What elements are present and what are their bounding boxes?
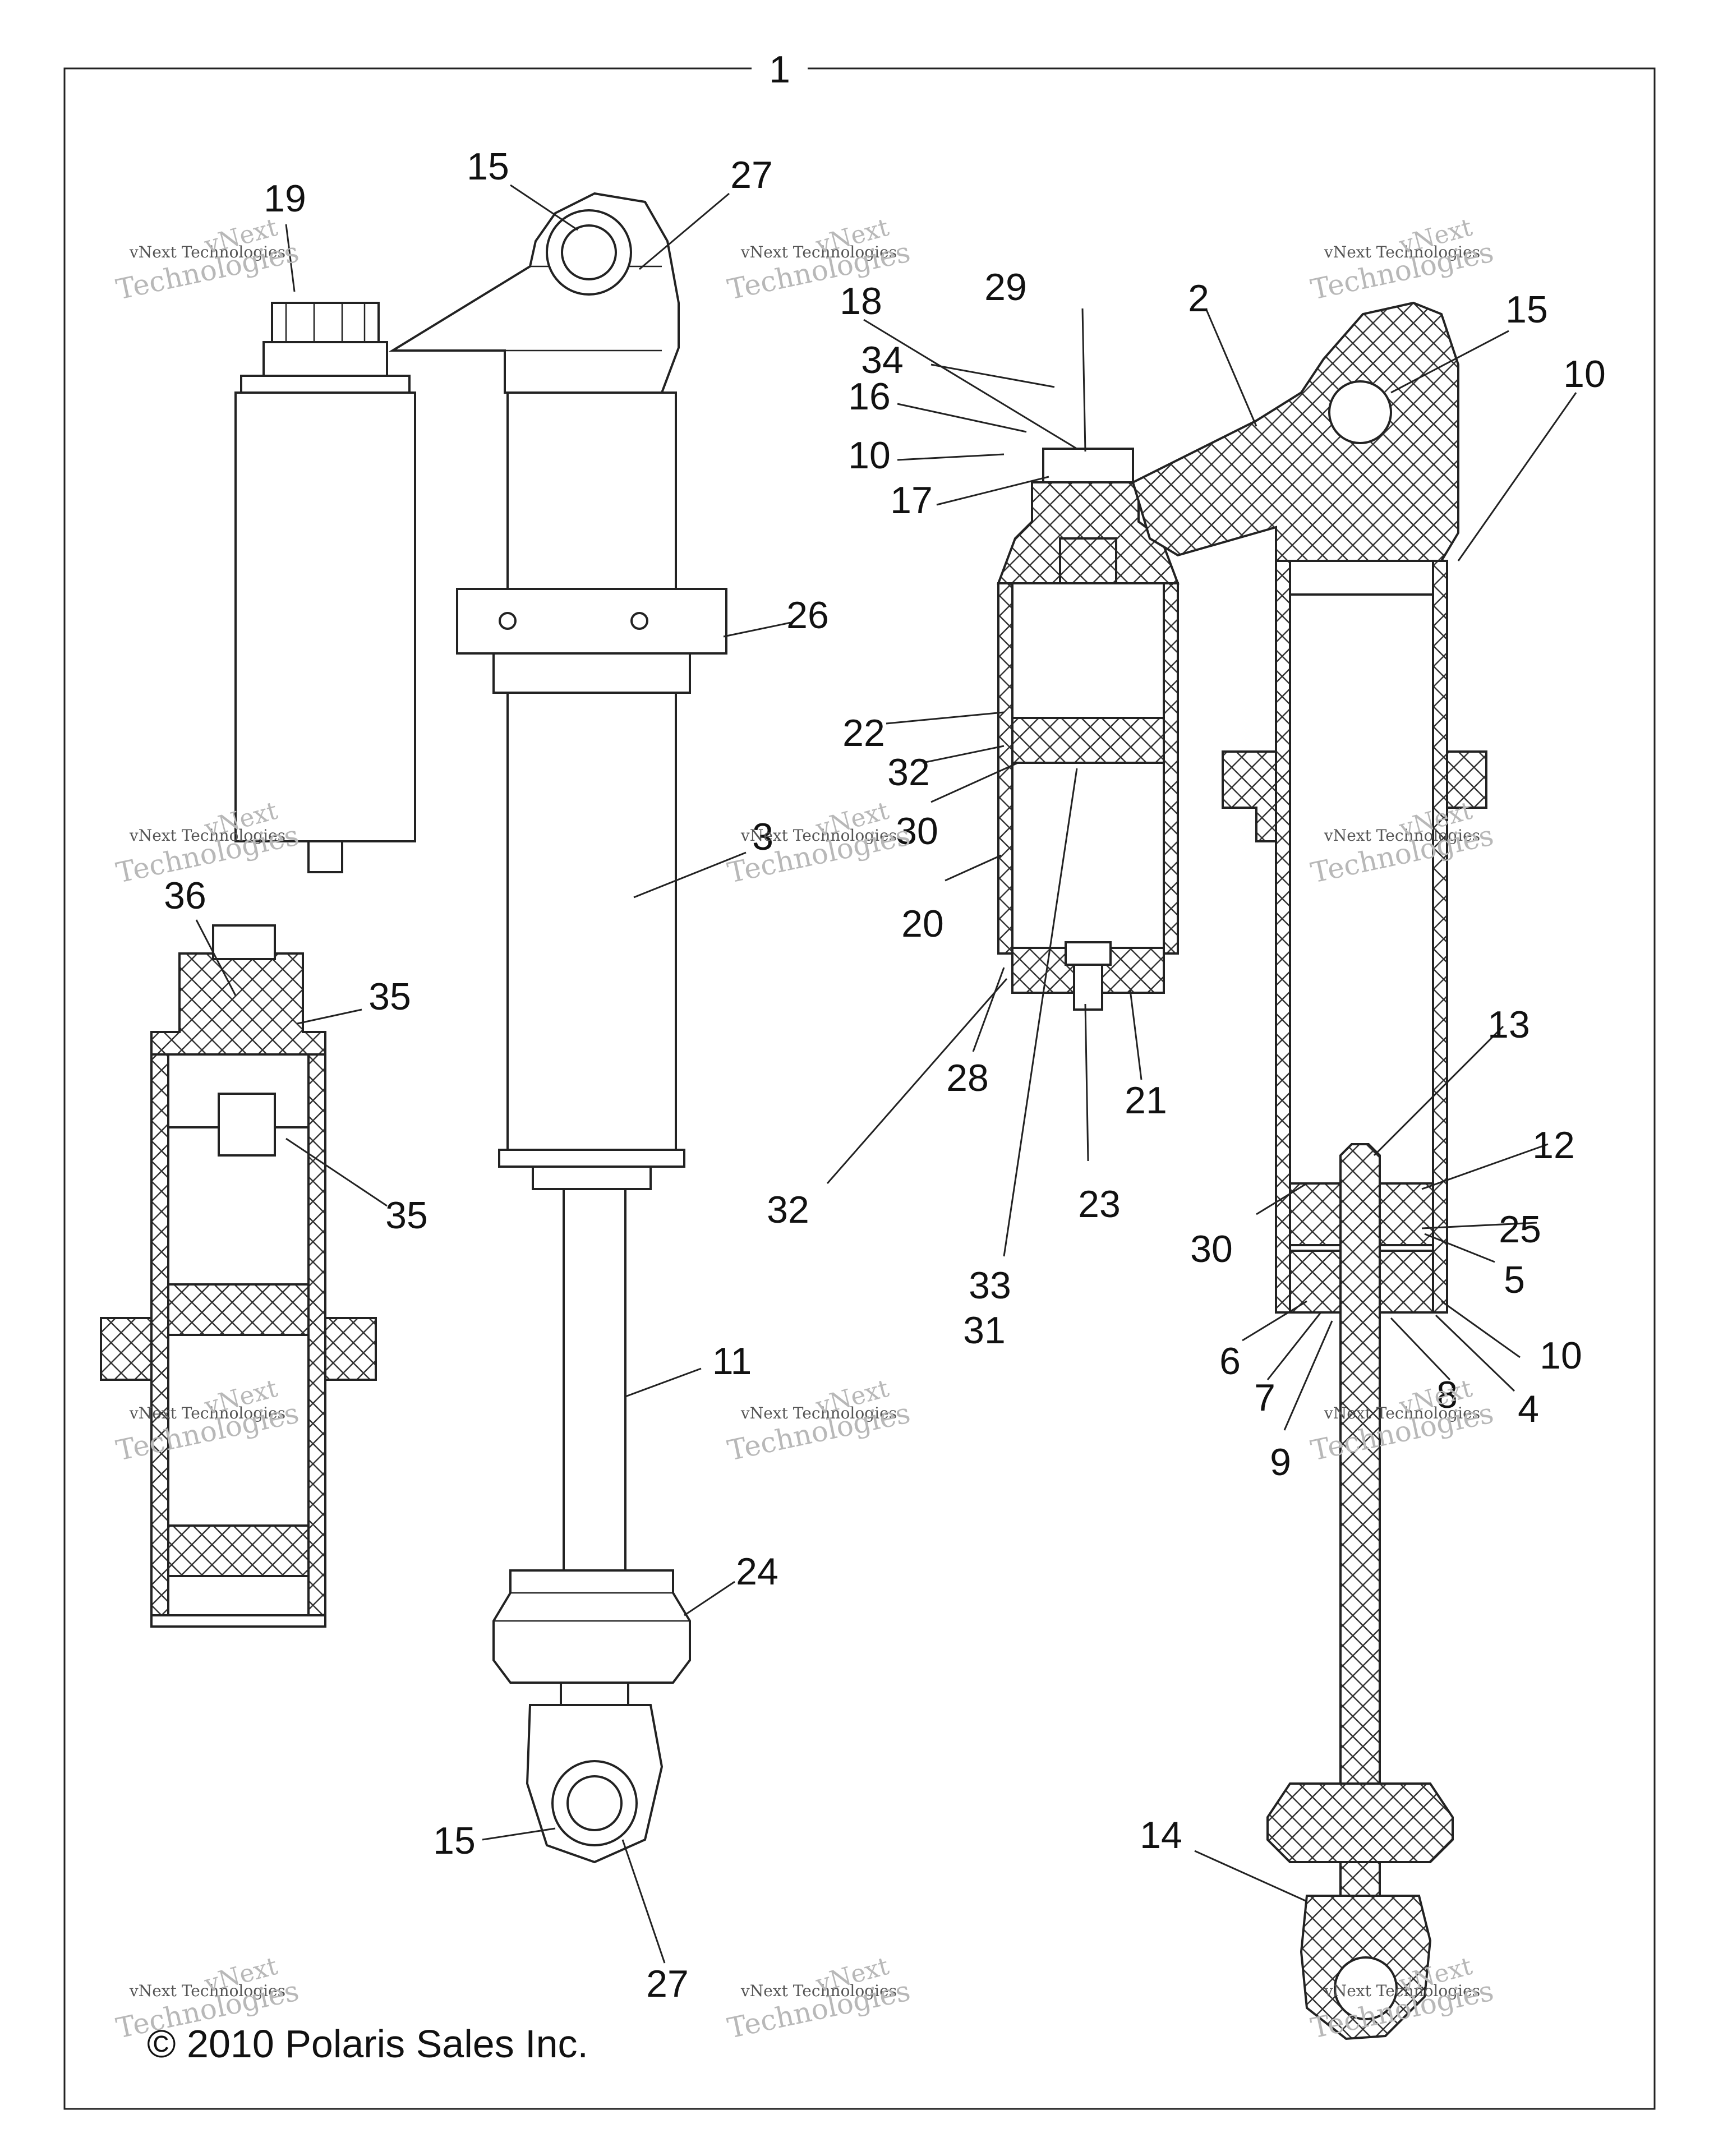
callout-c28: 32 xyxy=(767,1188,809,1231)
reservoir-bridge xyxy=(388,192,680,394)
shaft xyxy=(563,1188,626,1572)
callout-c9: 11 xyxy=(712,1340,752,1383)
callout-c38: 10 xyxy=(1540,1334,1582,1377)
callout-c43: 14 xyxy=(1140,1814,1182,1856)
callout-c27: 21 xyxy=(1125,1079,1167,1122)
callout-c35: 25 xyxy=(1499,1208,1541,1251)
callout-c14: 29 xyxy=(984,266,1027,308)
callout-c20: 17 xyxy=(890,479,933,522)
reservoir-exterior xyxy=(234,302,416,873)
callout-c36: 5 xyxy=(1504,1259,1525,1301)
callout-c24: 30 xyxy=(896,810,938,853)
callout-c29: 23 xyxy=(1078,1183,1121,1226)
callout-c40: 8 xyxy=(1436,1374,1458,1416)
callout-labels: 19 15 27 26 3 36 35 35 11 24 15 27 18 29… xyxy=(164,145,1606,2005)
callout-c34: 30 xyxy=(1190,1228,1233,1270)
callout-c12: 27 xyxy=(646,1962,689,2005)
callout-c18: 16 xyxy=(848,375,891,418)
callout-c25: 20 xyxy=(901,902,944,945)
callout-c4: 26 xyxy=(786,594,829,637)
bumper xyxy=(492,1569,691,1706)
shock-body xyxy=(456,391,727,1190)
diagram-frame xyxy=(63,67,1656,2110)
callout-c42: 9 xyxy=(1270,1441,1291,1484)
section-reservoir xyxy=(997,448,1180,1011)
section-bridge xyxy=(1131,301,1459,562)
callout-c19: 10 xyxy=(848,434,891,477)
callout-c39: 7 xyxy=(1254,1376,1275,1419)
callout-c22: 22 xyxy=(842,712,885,754)
assembly-label: 1 xyxy=(769,48,790,91)
callout-c11: 15 xyxy=(433,1819,476,1862)
callout-c13: 18 xyxy=(840,280,882,323)
callout-c33: 12 xyxy=(1532,1124,1575,1167)
callout-c16: 15 xyxy=(1505,288,1548,331)
callout-c17: 34 xyxy=(861,339,904,381)
callout-c26: 28 xyxy=(946,1057,989,1099)
callout-c21: 10 xyxy=(1563,353,1606,395)
leader-lines xyxy=(195,184,1577,1964)
lower-eyelet xyxy=(526,1704,664,1864)
callout-c6: 36 xyxy=(164,874,206,917)
callout-c5: 3 xyxy=(752,816,773,858)
section-lower-eyelet xyxy=(1300,1895,1432,2040)
section-bumper xyxy=(1266,1782,1454,1863)
callout-c10: 24 xyxy=(736,1550,778,1593)
callout-c3: 27 xyxy=(730,154,773,196)
callout-c23: 32 xyxy=(887,751,930,794)
callout-c30: 33 xyxy=(969,1264,1011,1307)
copyright-notice: © 2010 Polaris Sales Inc. xyxy=(147,2022,588,2066)
callout-c31: 31 xyxy=(963,1309,1006,1352)
callout-c8: 35 xyxy=(385,1194,428,1237)
callout-c1: 19 xyxy=(264,177,306,220)
callout-c7: 35 xyxy=(368,975,411,1018)
callout-c37: 6 xyxy=(1219,1340,1241,1383)
upper-eyelet xyxy=(546,209,632,296)
reservoir-section xyxy=(100,924,377,1628)
callout-c41: 4 xyxy=(1518,1388,1539,1430)
callout-c15: 2 xyxy=(1188,277,1209,320)
callout-c32: 13 xyxy=(1487,1003,1530,1046)
callout-c2: 15 xyxy=(467,145,509,188)
